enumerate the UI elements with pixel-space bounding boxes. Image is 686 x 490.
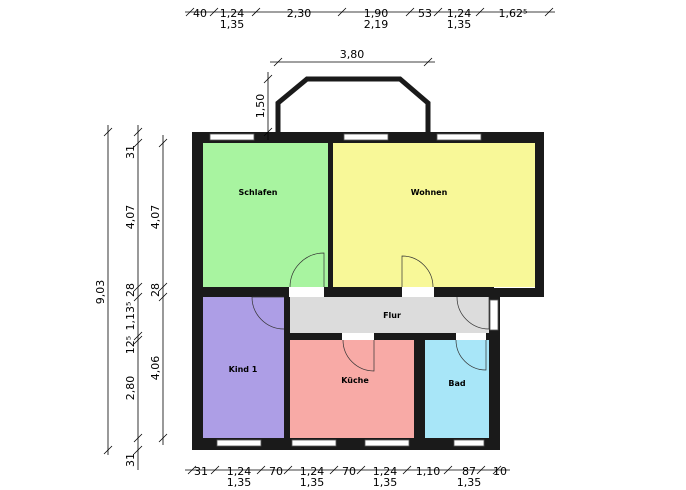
room-kind1 — [203, 297, 284, 438]
dim-top-2: 1,24 — [220, 7, 245, 20]
dim-top-9: 2,19 — [364, 18, 389, 31]
dim-bottom-7: 1,10 — [416, 465, 441, 478]
dim-left-3: 28 — [124, 283, 137, 297]
bay-width-dimension: 3,80 — [270, 48, 435, 67]
dim-bottom-9: 10 — [493, 465, 507, 478]
dim-bottom-1: 31 — [194, 465, 208, 478]
room-bad — [425, 340, 489, 438]
label-kueche: Küche — [341, 376, 369, 385]
room-wohnen — [333, 143, 535, 287]
label-bad: Bad — [448, 379, 465, 388]
room-flur — [288, 297, 496, 333]
dim-top-5: 53 — [418, 7, 432, 20]
left-segment-dimensions: 31 4,07 28 1,13⁵ 12⁵ 2,80 31 — [124, 125, 143, 470]
left-total-dimension: 9,03 — [94, 125, 113, 455]
label-wohnen: Wohnen — [411, 188, 448, 197]
room-kueche — [290, 340, 414, 438]
dim-top-3: 2,30 — [287, 7, 312, 20]
dim-bottom-11: 1,35 — [300, 476, 325, 489]
left-inner-dimensions: 4,07 28 4,06 — [149, 135, 168, 445]
dim-bay-depth: 1,50 — [254, 94, 267, 119]
dim-top-7: 1,62⁵ — [499, 7, 528, 20]
bay-depth-dimension: 1,50 — [254, 72, 273, 140]
bottom-dimension-chain: 31 1,24 70 1,24 70 1,24 1,10 87 10 1,35 … — [185, 465, 510, 489]
dim-left-1: 31 — [124, 145, 137, 159]
dim-top-8: 1,35 — [220, 18, 245, 31]
dim-bottom-10: 1,35 — [227, 476, 252, 489]
dim-bottom-3: 70 — [269, 465, 283, 478]
dim-inner-1: 4,07 — [149, 205, 162, 230]
dim-top-6: 1,24 — [447, 7, 472, 20]
dim-left-total: 9,03 — [94, 280, 107, 305]
dim-left-2: 4,07 — [124, 205, 137, 230]
dim-left-6: 2,80 — [124, 376, 137, 401]
dim-bottom-5: 70 — [342, 465, 356, 478]
dim-left-7: 31 — [124, 453, 137, 467]
dim-left-4: 1,13⁵ — [124, 302, 137, 331]
label-kind1: Kind 1 — [229, 365, 258, 374]
dim-bottom-12: 1,35 — [373, 476, 398, 489]
dim-bottom-6: 1,24 — [373, 465, 398, 478]
dim-top-10: 1,35 — [447, 18, 472, 31]
label-schlafen: Schlafen — [239, 188, 278, 197]
dim-bottom-8: 87 — [462, 465, 476, 478]
dim-top-4: 1,90 — [364, 7, 389, 20]
doors — [251, 252, 490, 372]
dim-bottom-2: 1,24 — [227, 465, 252, 478]
top-dimension-chain: 40 1,24 2,30 1,90 53 1,24 1,62⁵ 1,35 2,1… — [185, 7, 555, 31]
windows — [209, 133, 499, 447]
dim-bottom-13: 1,35 — [457, 476, 482, 489]
dim-top-1: 40 — [193, 7, 207, 20]
dim-inner-3: 4,06 — [149, 356, 162, 381]
dim-bottom-4: 1,24 — [300, 465, 325, 478]
label-flur: Flur — [383, 311, 401, 320]
dim-bay-width: 3,80 — [340, 48, 365, 61]
dim-inner-2: 28 — [149, 283, 162, 297]
bay-window — [275, 76, 431, 132]
room-schlafen — [203, 143, 328, 287]
dim-left-5: 12⁵ — [124, 336, 137, 354]
